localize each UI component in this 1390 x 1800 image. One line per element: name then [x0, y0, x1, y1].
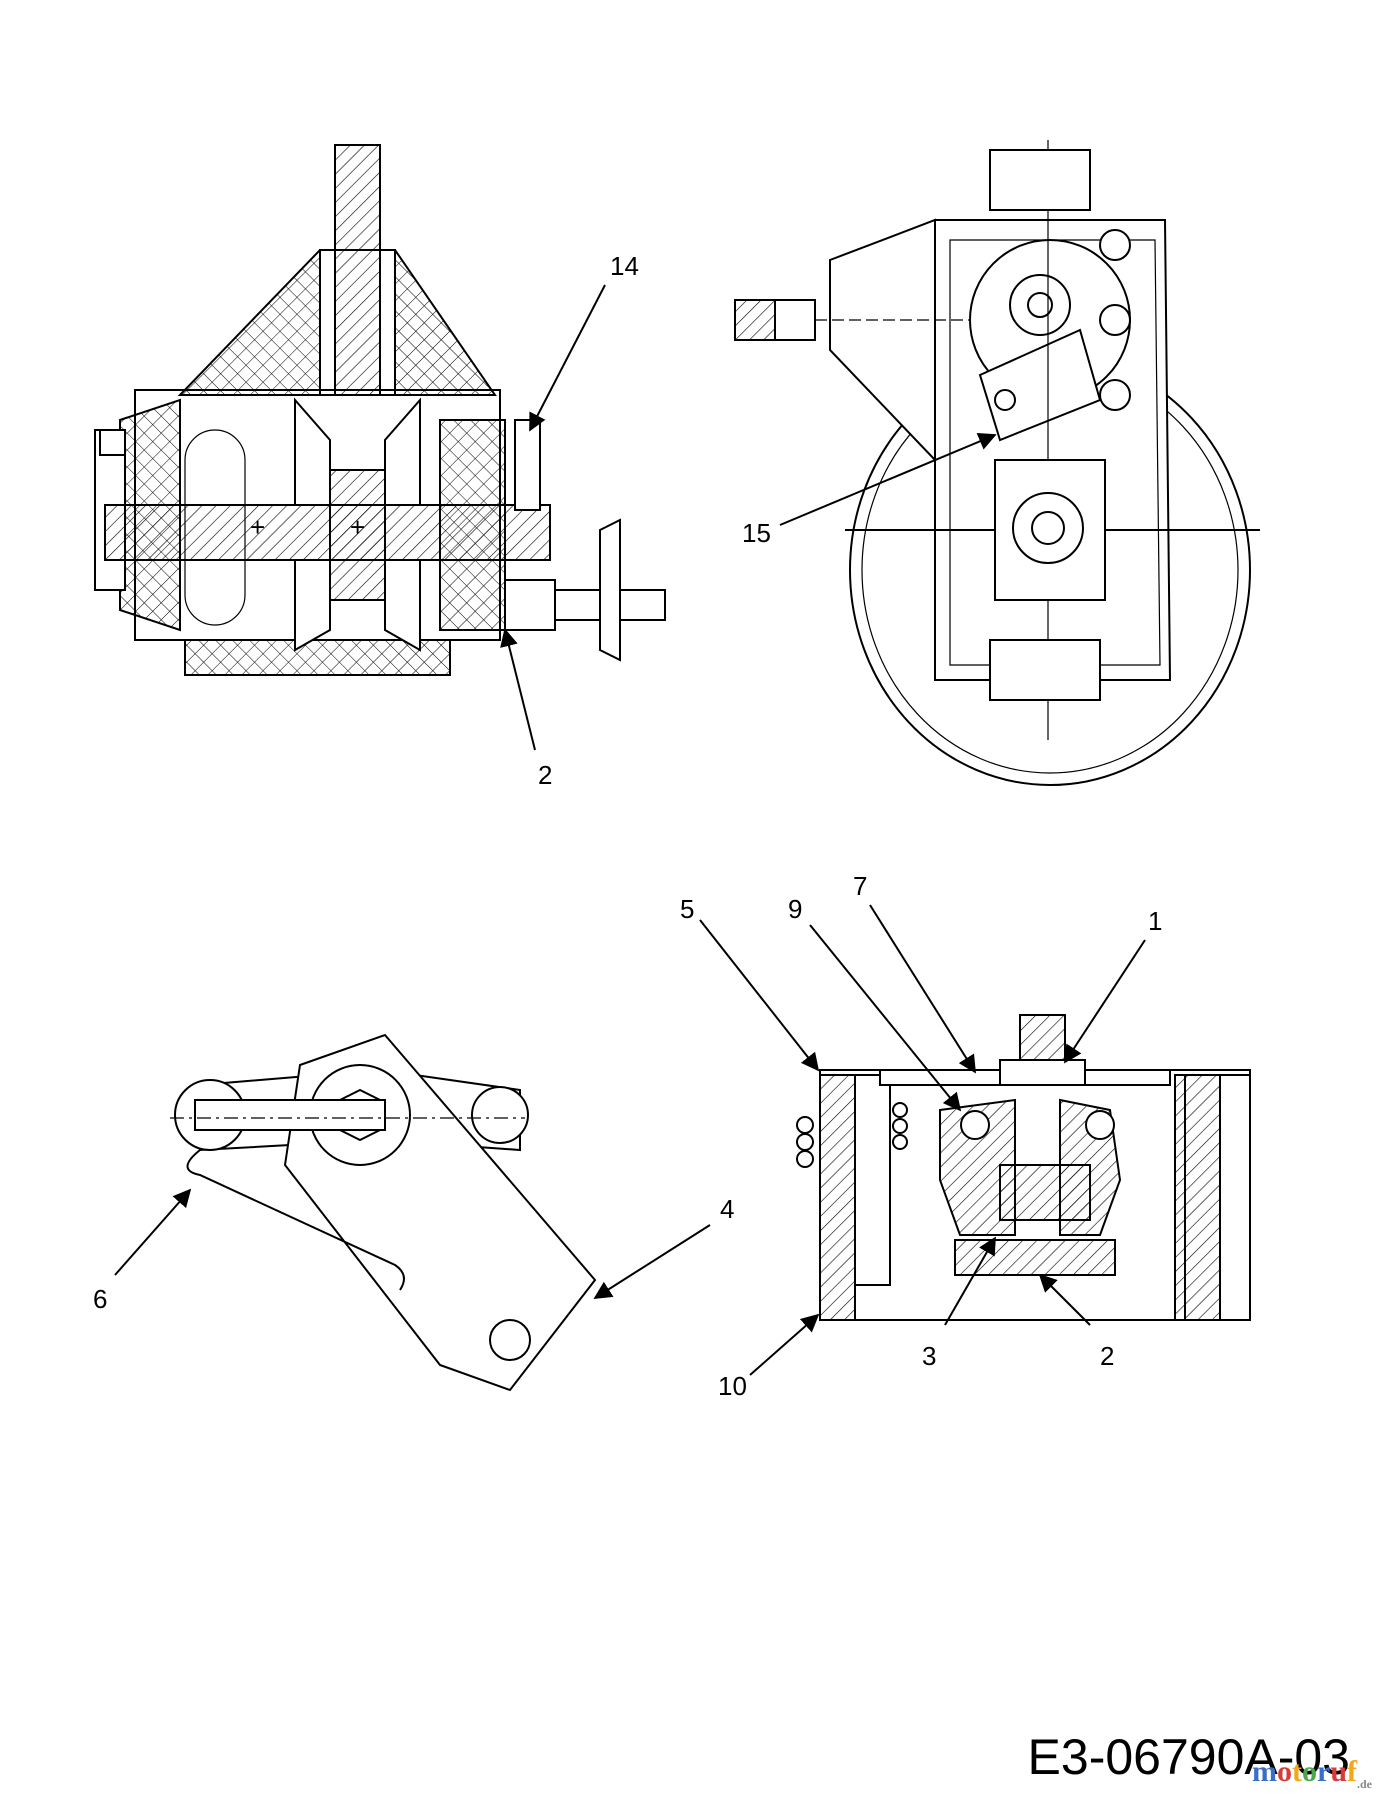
- watermark-text: motoruf: [1252, 1755, 1357, 1788]
- callout-label: 2: [538, 760, 552, 790]
- watermark-letter: u: [1330, 1755, 1347, 1788]
- watermark-suffix: .de: [1357, 1777, 1372, 1791]
- transmission-end-view: [734, 140, 1260, 786]
- callout-label: 9: [788, 894, 802, 924]
- watermark-letter: m: [1251, 1755, 1277, 1788]
- transmission-section-view: + +: [94, 144, 666, 676]
- callout-label: 14: [610, 251, 639, 281]
- shift-arm-view: [170, 1033, 597, 1392]
- watermark-letter: o: [1301, 1755, 1317, 1788]
- gear-detail-section: [796, 1014, 1251, 1321]
- callout-label: 10: [718, 1371, 747, 1401]
- watermark-letter: f: [1347, 1755, 1357, 1788]
- watermark-letter: o: [1276, 1755, 1292, 1788]
- callout-label: 1: [1148, 906, 1162, 936]
- svg-text:+: +: [250, 512, 265, 542]
- watermark-logo: motoruf.de: [1252, 1755, 1372, 1792]
- callout-label: 7: [853, 871, 867, 901]
- watermark-letter: t: [1291, 1755, 1302, 1788]
- drawing-code: E3-06790A-03: [1027, 1729, 1350, 1785]
- callout-label: 3: [922, 1341, 936, 1371]
- watermark-letter: r: [1316, 1755, 1331, 1788]
- callout-label: 2: [1100, 1341, 1114, 1371]
- callout-label: 6: [93, 1284, 107, 1314]
- callout-label: 4: [720, 1194, 734, 1224]
- callout-label: 15: [742, 518, 771, 548]
- callout-label: 5: [680, 894, 694, 924]
- callouts: 14 2 15 6 4 5 9 7 1 3 2 10: [93, 251, 1162, 1401]
